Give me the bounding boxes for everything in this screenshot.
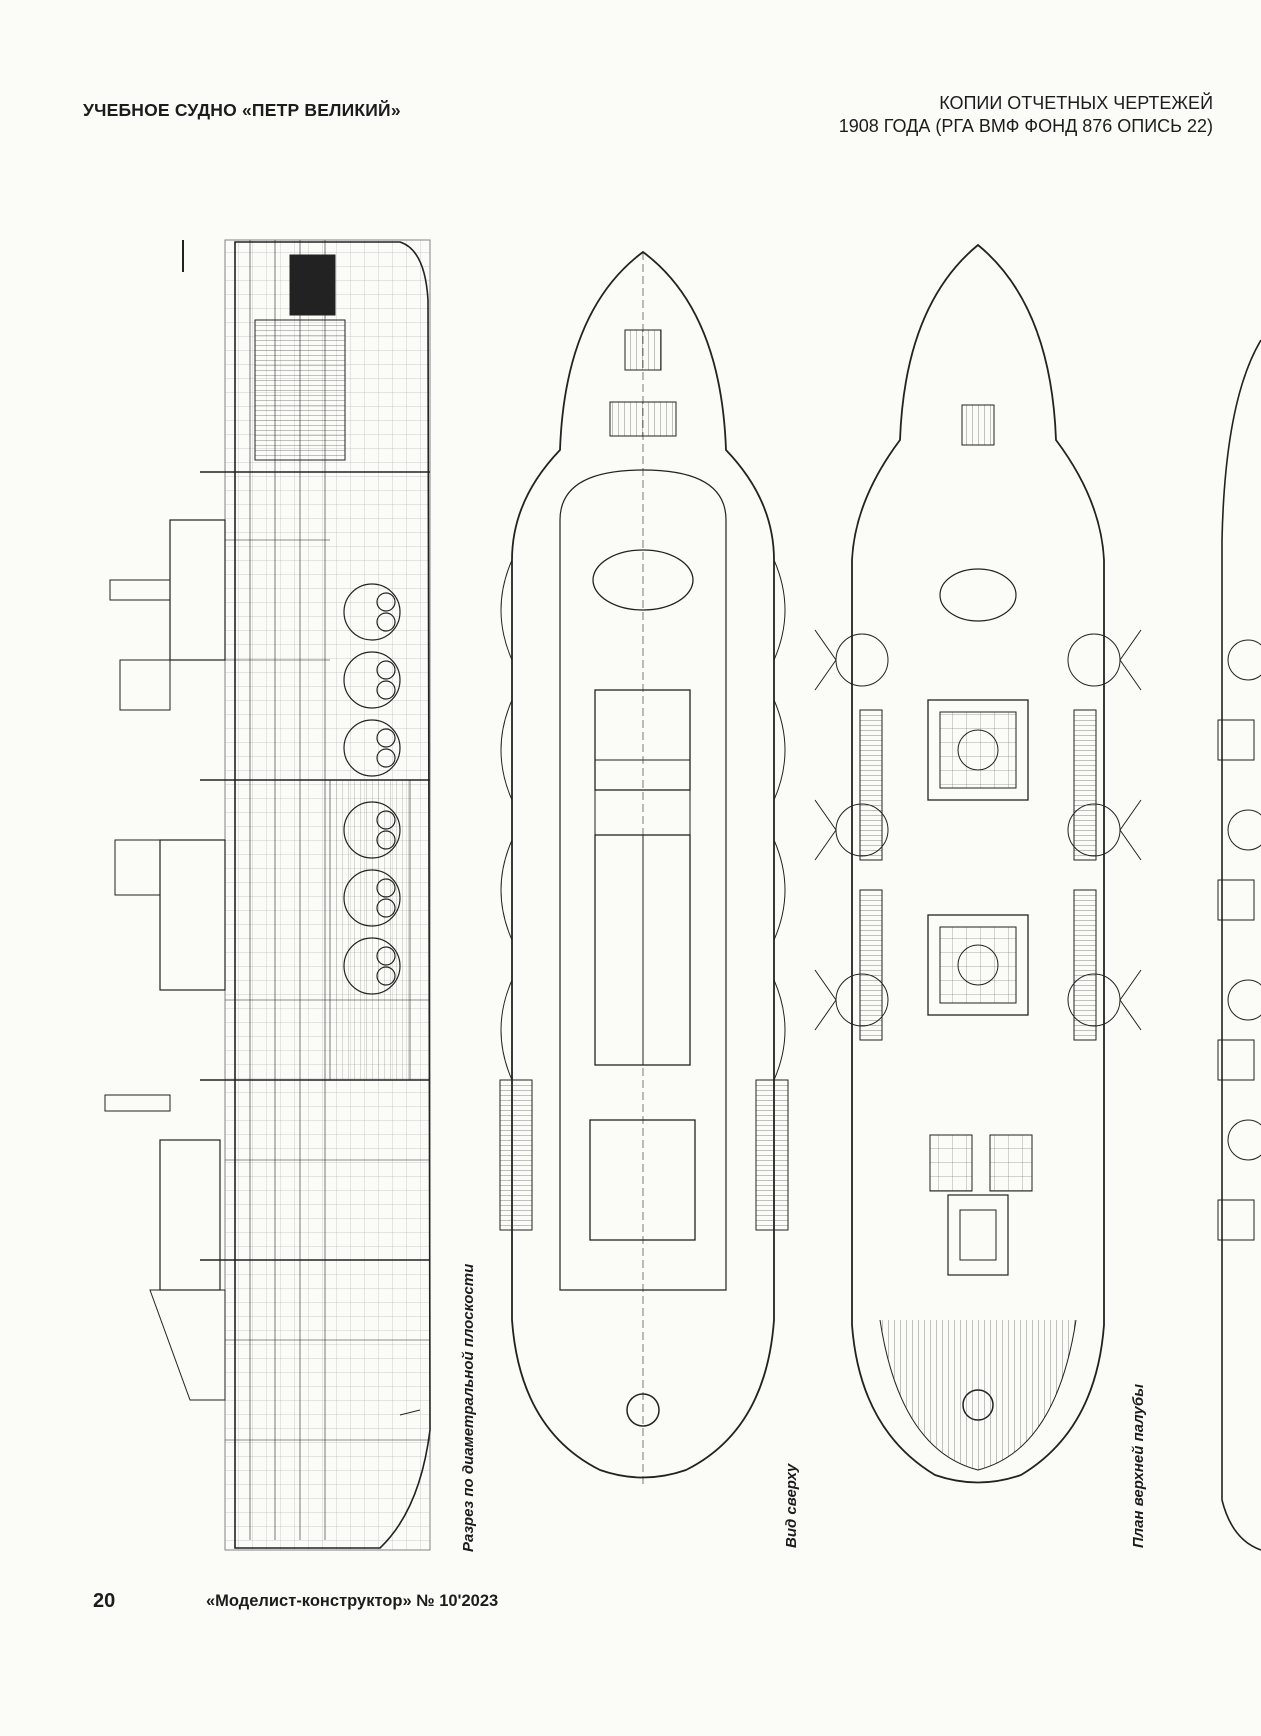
header-right-line2: 1908 ГОДА (РГА ВМФ ФОНД 876 ОПИСЬ 22)	[838, 116, 1213, 136]
caption-upper-deck-plan: План верхней палубы	[1130, 1383, 1147, 1548]
ship-drawings	[104, 239, 1261, 1551]
header-left-title: УЧЕБНОЕ СУДНО «ПЕТР ВЕЛИКИЙ»	[83, 100, 401, 120]
header-right-line1: КОПИИ ОТЧЕТНЫХ ЧЕРТЕЖЕЙ	[939, 93, 1213, 113]
partial-side-drawing	[1217, 339, 1261, 1551]
caption-longitudinal-section: Разрез по диаметральной плоскости	[460, 1263, 477, 1552]
caption-top-view: Вид сверху	[783, 1463, 800, 1548]
longitudinal-section-drawing	[104, 239, 431, 1551]
upper-deck-plan-drawing	[814, 243, 1142, 1484]
header-right-block: КОПИИ ОТЧЕТНЫХ ЧЕРТЕЖЕЙ 1908 ГОДА (РГА В…	[839, 92, 1213, 138]
footer-page-number: 20	[93, 1590, 116, 1612]
top-view-drawing	[499, 250, 789, 1485]
footer-magazine-title: «Моделист-конструктор» № 10'2023	[206, 1592, 499, 1610]
